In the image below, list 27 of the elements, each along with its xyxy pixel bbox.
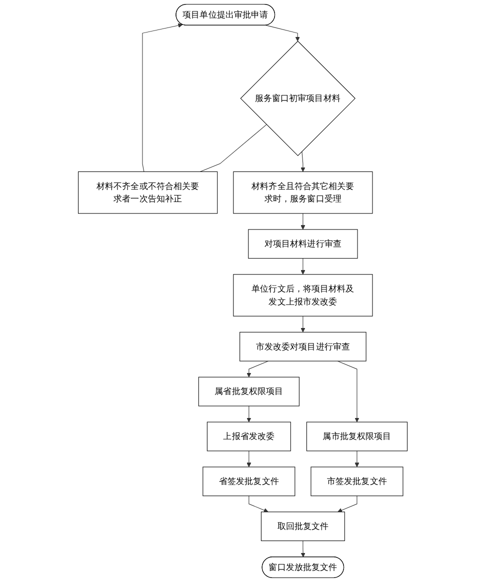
- arrow: [300, 151, 306, 172]
- arrow: [300, 258, 306, 275]
- node-box: 省签发批复文件: [202, 466, 295, 496]
- node-box: 属省批复权限项目: [198, 376, 300, 406]
- node-box: 材料齐全且符合其它相关要求时，服务窗口受理: [232, 171, 372, 214]
- arrow: [248, 496, 268, 512]
- node-box: 材料不齐全或不符合相关要求者一次告知补正: [78, 171, 218, 214]
- arrow: [142, 23, 183, 172]
- arrow: [300, 213, 306, 230]
- node-box: 市签发批复文件: [310, 466, 403, 496]
- node-box: 取回批复文件: [260, 512, 345, 542]
- arrow: [337, 360, 360, 422]
- arrow: [266, 25, 300, 42]
- node-box: 对项目材料进行审查: [248, 229, 358, 259]
- arrow: [246, 406, 251, 422]
- node-diamond: 服务窗口初审项目材料: [240, 40, 356, 156]
- arrow: [300, 540, 306, 558]
- arrow: [337, 496, 357, 512]
- arrow: [246, 450, 251, 468]
- arrow: [300, 316, 306, 332]
- node-box: 上报省发改委: [206, 422, 291, 452]
- connector: [199, 124, 267, 172]
- arrow: [246, 360, 268, 378]
- node-box: 属市批复权限项目: [306, 422, 408, 452]
- node-box: 单位行文后，将项目材料及发文上报市发改委: [232, 274, 372, 316]
- arrow: [354, 450, 360, 468]
- node-box: 市发改委对项目进行审查: [239, 332, 366, 362]
